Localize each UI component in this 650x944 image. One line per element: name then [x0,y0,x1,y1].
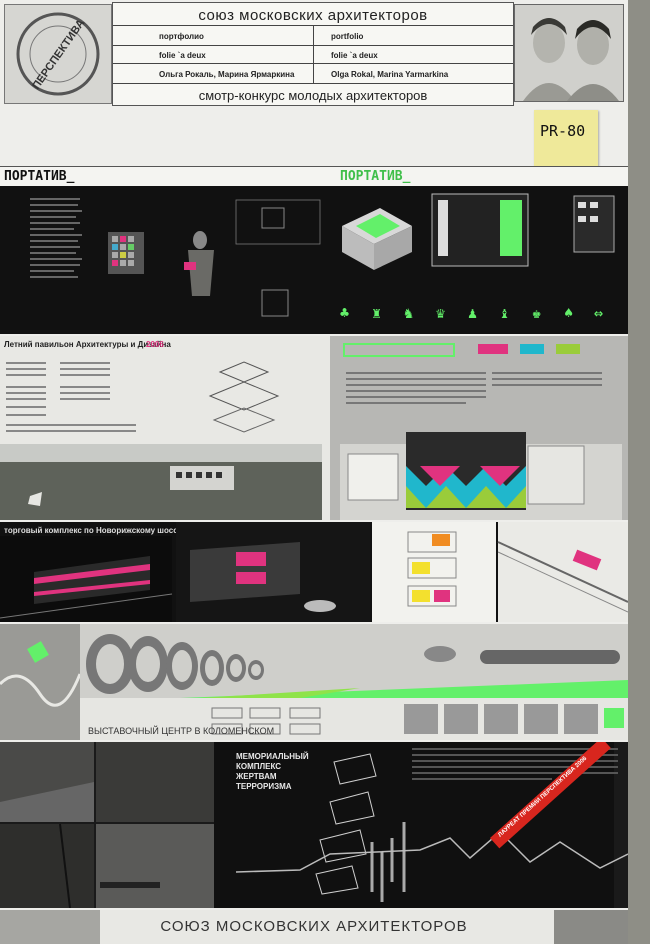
sticky-note-code: PR-80 [540,122,586,140]
pixel-icon-1: ♣ [340,304,350,322]
authors-en: Olga Rokal, Marina Yarmarkina [331,70,449,79]
pixel-icon-9: ⇔ [594,304,604,322]
authors-ru: Ольга Рокаль, Марина Ярмаркина [159,70,295,79]
project-en: folie `a deux [331,51,378,60]
contest-title: смотр-конкурс молодых архитекторов [198,88,428,103]
poster-footer: СОЮЗ МОСКОВСКИХ АРХИТЕКТОРОВ [0,910,628,944]
pixel-icon-7: ♚ [532,304,542,322]
trade-complex-panel: торговый комплекс по Новорижскому шоссе [0,522,628,622]
portativ-title-right: ПОРТАТИВ_ [340,169,411,184]
project-ru: folie `a deux [159,51,206,60]
expo-center-caption: ВЫСТАВОЧНЫЙ ЦЕНТР В КОЛОМЕНСКОМ [88,726,275,736]
memorial-title-line3: ЖЕРТВАМ [236,772,277,781]
pixel-icon-5: ♟ [468,304,478,322]
portativ-title-bar: ПОРТАТИВ_ ПОРТАТИВ_ [0,166,628,188]
sticky-note: PR-80 [534,110,598,170]
pixel-icon-6: ♝ [500,304,510,322]
pixel-icon-4: ♛ [436,304,446,322]
portativ-panel: ♣ ♜ ♞ ♛ ♟ ♝ ♚ ♠ ⇔ [0,186,628,334]
perspektiva-logo: ПЕРСПЕКТИВА [4,4,112,104]
trade-complex-title: торговый комплекс по Новорижскому шоссе [4,526,183,535]
header-table: союз московских архитекторов портфолио p… [112,2,514,106]
authors-photo [514,4,624,102]
expo-center-panel: ВЫСТАВОЧНЫЙ ЦЕНТР В КОЛОМЕНСКОМ [0,624,628,740]
org-title: союз московских архитекторов [198,7,428,24]
memorial-title: МЕМОРИАЛЬНЫЙ КОМПЛЕКС ЖЕРТВАМ ТЕРРОРИЗМА [236,752,309,792]
pavilion-year: 2006 [146,340,164,349]
pixel-icon-3: ♞ [404,304,414,322]
wall-background [628,0,650,944]
pavilion-panel: Летний павильон Архитектуры и Дизайна 20… [0,336,628,520]
portativ-title-left: ПОРТАТИВ_ [4,169,75,184]
pixel-icon-8: ♠ [564,304,574,322]
pixel-icon-2: ♜ [372,304,382,322]
footer-org-title: СОЮЗ МОСКОВСКИХ АРХИТЕКТОРОВ [160,918,468,935]
memorial-title-line4: ТЕРРОРИЗМА [236,782,292,791]
pavilion-title: Летний павильон Архитектуры и Дизайна [4,340,171,349]
memorial-title-line2: КОМПЛЕКС [236,762,282,771]
portfolio-ru: портфолио [159,32,204,41]
memorial-title-line1: МЕМОРИАЛЬНЫЙ [236,752,309,761]
portfolio-en: portfolio [331,32,364,41]
memorial-panel: МЕМОРИАЛЬНЫЙ КОМПЛЕКС ЖЕРТВАМ ТЕРРОРИЗМА… [0,742,628,908]
